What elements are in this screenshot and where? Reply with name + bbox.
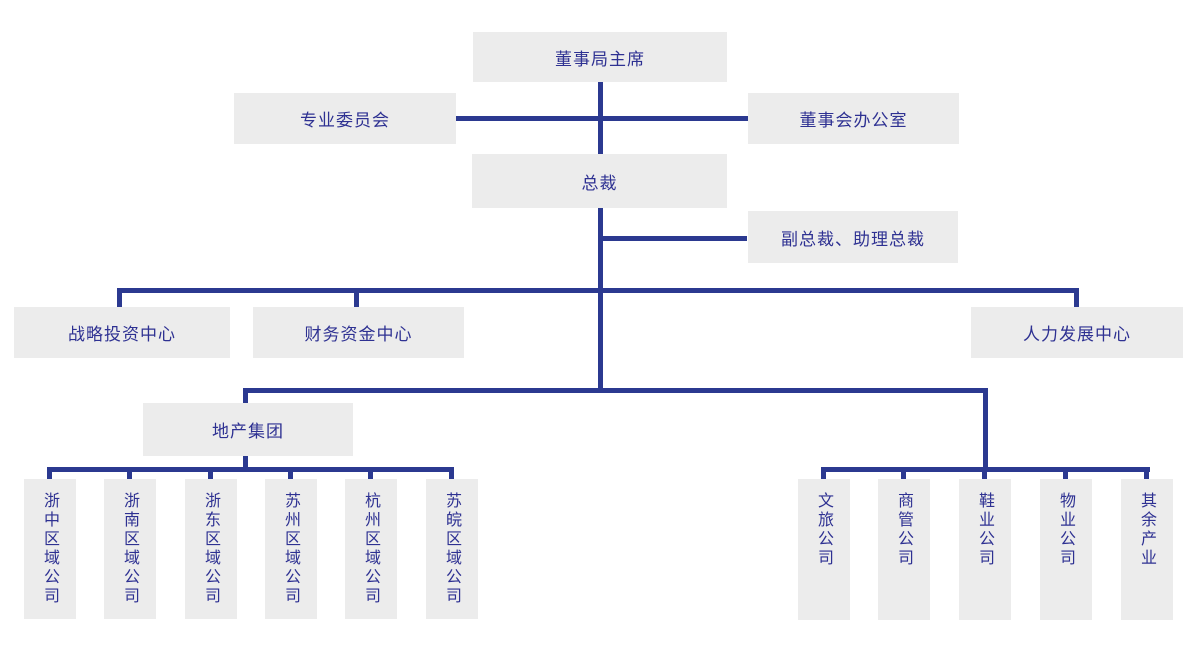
node-finance-center-label: 财务资金中心	[304, 325, 413, 345]
node-other-company-4: 物业公司	[1040, 479, 1092, 620]
connector-centers-horizontal	[117, 288, 1079, 293]
node-regional-company-2: 浙南区域公司	[104, 479, 156, 619]
node-finance-center: 财务资金中心	[253, 307, 464, 358]
node-committee: 专业委员会	[234, 93, 456, 144]
node-regional-company-1: 浙中区域公司	[24, 479, 76, 619]
node-chairman: 董事局主席	[473, 32, 727, 82]
node-regional-company-6-label: 苏皖区域公司	[443, 492, 462, 606]
node-regional-company-2-label: 浙南区域公司	[121, 492, 140, 606]
connector-president-trunk	[598, 208, 603, 393]
node-other-company-3: 鞋业公司	[959, 479, 1011, 620]
node-regional-company-3-label: 浙东区域公司	[202, 492, 221, 606]
node-regional-company-6: 苏皖区域公司	[426, 479, 478, 619]
node-strategy-center: 战略投资中心	[14, 307, 230, 358]
node-hr-center-label: 人力发展中心	[1023, 325, 1131, 345]
connector-vice-president	[601, 236, 747, 241]
connector-stub-regional-4	[288, 467, 293, 479]
connector-groups-horizontal	[243, 388, 988, 393]
node-other-company-1-label: 文旅公司	[815, 492, 834, 568]
node-vice-president-label: 副总裁、助理总裁	[781, 229, 925, 250]
node-regional-company-1-label: 浙中区域公司	[41, 492, 60, 606]
connector-stub-regional-3	[208, 467, 213, 479]
connector-stub-other-4	[1063, 467, 1068, 479]
connector-stub-other-5	[1144, 467, 1149, 479]
node-board-office: 董事会办公室	[748, 93, 959, 144]
connector-stub-regional-2	[127, 467, 132, 479]
connector-committee-office	[456, 116, 752, 121]
connector-real-estate-children	[243, 456, 248, 472]
node-president-label: 总裁	[581, 173, 618, 194]
node-other-company-1: 文旅公司	[798, 479, 850, 620]
node-regional-company-3: 浙东区域公司	[185, 479, 237, 619]
connector-stub-regional-1	[47, 467, 52, 479]
connector-stub-other-2	[901, 467, 906, 479]
connector-regional-horizontal	[47, 467, 454, 472]
node-vice-president: 副总裁、助理总裁	[748, 211, 958, 263]
connector-stub-regional-5	[368, 467, 373, 479]
connector-drop-hr	[1074, 288, 1079, 308]
node-committee-label: 专业委员会	[300, 111, 390, 131]
node-strategy-center-label: 战略投资中心	[68, 325, 176, 345]
connector-stub-other-1	[821, 467, 826, 479]
node-real-estate-group: 地产集团	[143, 403, 353, 456]
node-regional-company-4: 苏州区域公司	[265, 479, 317, 619]
connector-stub-regional-6	[449, 467, 454, 479]
node-real-estate-group-label: 地产集团	[212, 422, 284, 442]
node-other-company-5-label: 其余产业	[1138, 492, 1157, 568]
node-other-company-5: 其余产业	[1121, 479, 1173, 620]
node-hr-center: 人力发展中心	[971, 307, 1183, 358]
node-other-company-3-label: 鞋业公司	[976, 492, 995, 568]
connector-stub-other-3	[982, 467, 987, 479]
node-other-company-2: 商管公司	[878, 479, 930, 620]
node-board-office-label: 董事会办公室	[799, 111, 908, 131]
node-chairman-label: 董事局主席	[555, 49, 645, 70]
connector-drop-strategy	[117, 288, 122, 308]
node-regional-company-4-label: 苏州区域公司	[282, 492, 301, 606]
node-other-company-4-label: 物业公司	[1057, 492, 1076, 568]
node-president: 总裁	[472, 154, 727, 208]
node-other-company-2-label: 商管公司	[895, 492, 914, 568]
connector-drop-real-estate	[243, 388, 248, 403]
node-regional-company-5-label: 杭州区域公司	[362, 492, 381, 606]
connector-drop-other-branch	[983, 388, 988, 472]
node-regional-company-5: 杭州区域公司	[345, 479, 397, 619]
connector-drop-finance	[354, 288, 359, 308]
